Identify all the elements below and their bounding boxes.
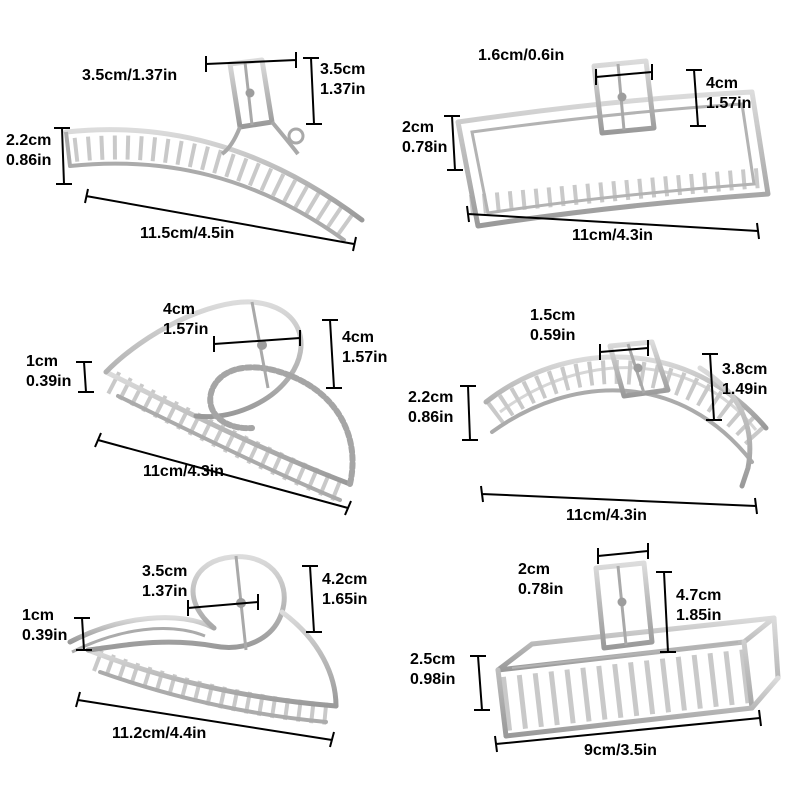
- dim-clip4-right: 3.8cm 1.49in: [722, 361, 768, 398]
- dim-clip1-top: 3.5cm/1.37in: [82, 67, 178, 84]
- dim-clip6-right: 4.7cm 1.85in: [676, 587, 722, 624]
- clip-banana-dimension-lines: [460, 340, 758, 515]
- dim-clip6-bottom: 9cm/3.5in: [584, 742, 657, 759]
- dim-clip2-bottom: 11cm/4.3in: [572, 227, 653, 244]
- dim-clip4-left: 2.2cm 0.86in: [408, 389, 454, 426]
- clip-loop-art: [67, 554, 339, 725]
- dim-clip3-top: 4cm 1.57in: [163, 301, 209, 338]
- clip-cross-loop-dimension-lines: [76, 319, 352, 516]
- dim-clip2-top: 1.6cm/0.6in: [478, 47, 565, 64]
- clip-rectangle-art: [455, 58, 771, 229]
- clip-box-art: [495, 560, 781, 739]
- clip-curved-art: [63, 57, 365, 242]
- dim-clip3-left: 1cm 0.39in: [26, 353, 72, 390]
- dim-clip2-left: 2cm 0.78in: [402, 119, 448, 156]
- dim-clip5-bottom: 11.2cm/4.4in: [112, 725, 207, 742]
- dim-clip4-top: 1.5cm 0.59in: [530, 307, 576, 344]
- dim-clip1-right: 3.5cm 1.37in: [320, 61, 366, 98]
- dim-clip6-left: 2.5cm 0.98in: [410, 651, 456, 688]
- dim-clip3-right: 4cm 1.57in: [342, 329, 388, 366]
- clip-rectangle-dimension-lines: [444, 64, 760, 240]
- dim-clip3-bottom: 11cm/4.3in: [143, 463, 224, 480]
- dim-clip4-bottom: 11cm/4.3in: [566, 507, 647, 524]
- clip-banana-art: [483, 339, 769, 489]
- clip-loop-dimension-lines: [74, 565, 335, 748]
- dim-clip2-right: 4cm 1.57in: [706, 75, 752, 112]
- dim-clip6-top: 2cm 0.78in: [518, 561, 564, 598]
- dim-clip1-bottom: 11.5cm/4.5in: [140, 225, 235, 242]
- dim-clip1-left: 2.2cm 0.86in: [6, 132, 52, 169]
- dim-clip5-right: 4.2cm 1.65in: [322, 571, 368, 608]
- clip-cross-loop-art: [103, 299, 356, 504]
- dim-clip5-top: 3.5cm 1.37in: [142, 563, 188, 600]
- dim-clip5-left: 1cm 0.39in: [22, 607, 68, 644]
- clip-box-dimension-lines: [470, 543, 762, 753]
- clip-curved-dimension-lines: [54, 52, 357, 252]
